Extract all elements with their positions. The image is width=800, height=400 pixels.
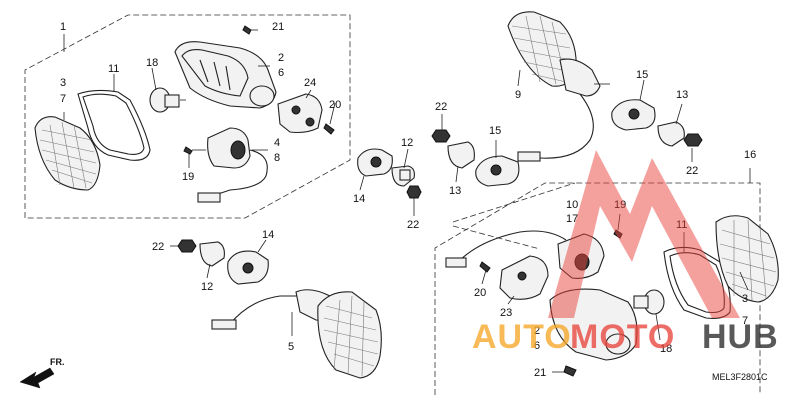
callout-2-bottom: 2: [534, 325, 540, 337]
screw-part-19-left: [183, 146, 206, 155]
callout-6-top: 6: [278, 67, 284, 79]
watermark-logo: AUTO MOTO HUB: [472, 150, 779, 356]
leader-lines: [63, 34, 751, 341]
callout-10: 10: [566, 199, 578, 211]
callout-20-right: 20: [474, 287, 486, 299]
diagram-code: MEL3F2801C: [712, 372, 768, 382]
screw-part-20-left: [323, 123, 335, 135]
front-direction-arrow: FR.: [19, 357, 65, 389]
callout-18-left: 18: [146, 57, 158, 69]
socket-part-4-left: [197, 127, 268, 203]
callout-23: 23: [500, 307, 512, 319]
nut-part-22-right: [683, 133, 703, 147]
callout-5: 5: [288, 341, 294, 353]
collar-part-12-mid: [391, 165, 415, 187]
lens-part-3-right: [715, 215, 779, 303]
rubber-mount-part-15-center: [475, 155, 520, 187]
callout-3-right: 3: [742, 293, 748, 305]
collar-part-13-top: [657, 121, 685, 147]
housing-part-2-right: [549, 288, 638, 361]
callout-11-left: 11: [108, 63, 119, 75]
gasket-part-11-right: [663, 246, 731, 319]
watermark-emblem: [548, 150, 740, 318]
callout-15-top: 15: [636, 69, 648, 81]
callout-2-top: 2: [278, 52, 284, 64]
callout-8: 8: [274, 152, 280, 164]
screw-part-19-right: [613, 229, 623, 239]
collar-part-12-low: [199, 241, 225, 267]
callout-15-center: 15: [489, 125, 501, 137]
callout-19-left: 19: [182, 171, 194, 183]
callout-12-mid: 12: [401, 137, 413, 149]
callout-14-low: 14: [262, 229, 274, 241]
callout-labels: 1 2 6 3 7 11 18 21 24 20 4 8 19 12 14 22…: [60, 21, 756, 379]
screw-part-20-right: [479, 261, 491, 273]
callout-24: 24: [304, 77, 316, 89]
collar-part-13-center: [447, 141, 475, 169]
callout-12-low: 12: [201, 281, 213, 293]
gasket-part-11-left: [77, 89, 151, 161]
nut-part-22-low: [177, 239, 197, 253]
rubber-mount-part-14-low: [227, 250, 269, 285]
callout-1: 1: [60, 21, 66, 33]
callout-13-center: 13: [449, 185, 461, 197]
bulb-part-18-left: [149, 87, 186, 113]
callout-7-right: 7: [742, 315, 748, 327]
callout-21-top: 21: [272, 21, 284, 33]
callout-19-right: 19: [614, 199, 626, 211]
callout-20-left: 20: [329, 99, 341, 111]
bulb-part-18-right: [633, 289, 665, 315]
turn-signal-part-9: [507, 11, 610, 162]
rubber-mount-part-14-mid: [357, 148, 393, 177]
callout-7-left: 7: [60, 93, 66, 105]
callout-21-bottom: 21: [534, 367, 546, 379]
rubber-mount-part-15-top: [611, 99, 656, 131]
callout-6-bottom: 6: [534, 340, 540, 352]
watermark-text-auto: AUTO: [472, 318, 572, 356]
callout-4: 4: [274, 137, 280, 149]
direction-label: FR.: [50, 357, 65, 367]
callout-16: 16: [744, 149, 756, 161]
screw-part-21-right: [552, 365, 577, 377]
lens-part-3-left: [34, 116, 101, 191]
callout-3-left: 3: [60, 77, 66, 89]
nut-part-22-mid: [406, 185, 422, 199]
bracket-part-24: [277, 93, 323, 134]
group-outline-left: [24, 14, 351, 219]
callout-13-top: 13: [676, 89, 688, 101]
socket-part-10-right: [445, 230, 605, 279]
turn-signal-part-5: [211, 289, 382, 379]
watermark-text-moto: MOTO: [570, 318, 675, 356]
nut-part-22-center: [431, 129, 451, 143]
callout-18-right: 18: [660, 343, 672, 355]
callout-14-mid: 14: [353, 193, 365, 205]
callout-11-right: 11: [676, 219, 687, 231]
callout-22-mid: 22: [407, 219, 419, 231]
callout-17: 17: [566, 213, 578, 225]
watermark-text-hub: HUB: [702, 318, 779, 356]
bracket-part-23: [499, 255, 549, 300]
screw-part-21-left: [242, 25, 258, 35]
callout-22-right: 22: [686, 165, 698, 177]
callout-9: 9: [515, 89, 521, 101]
callout-22-center: 22: [435, 101, 447, 113]
housing-part-2-left: [174, 41, 277, 109]
callout-22-low: 22: [152, 241, 164, 253]
